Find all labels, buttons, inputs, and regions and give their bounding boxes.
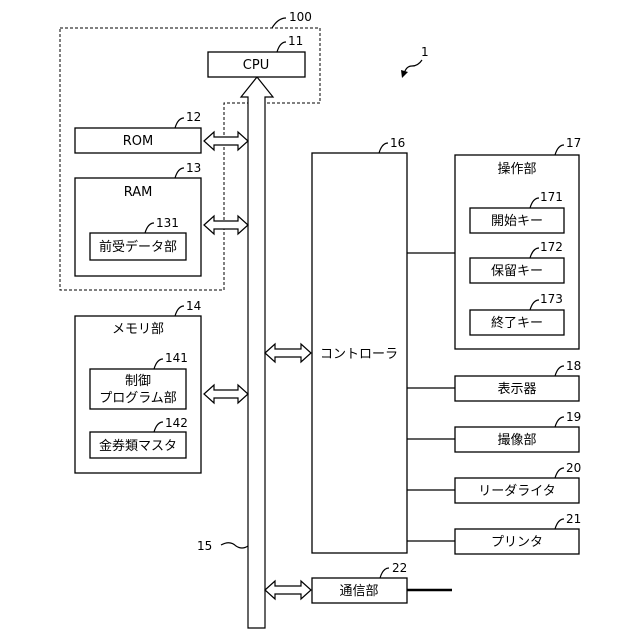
start-key-label: 開始キー — [491, 214, 543, 229]
display-leader — [555, 366, 564, 376]
ram-ref: 13 — [186, 161, 201, 175]
camera-ref: 19 — [566, 410, 581, 424]
ram-bus-arrow — [204, 216, 248, 234]
reader-writer-leader — [555, 468, 564, 478]
display-ref: 18 — [566, 359, 581, 373]
receive-data-ref: 131 — [156, 216, 179, 230]
memory-leader — [175, 306, 184, 316]
rom-ref: 12 — [186, 110, 201, 124]
camera-leader — [555, 417, 564, 427]
reader-writer-label: リーダライタ — [478, 484, 555, 499]
end-key-label: 終了キー — [491, 315, 543, 331]
printer-ref: 21 — [566, 512, 581, 526]
memory-label: メモリ部 — [112, 322, 164, 337]
receive-data-label: 前受データ部 — [99, 239, 177, 255]
comm-label: 通信部 — [339, 584, 378, 599]
comm-ref: 22 — [392, 561, 407, 575]
controller-label: コントローラ — [320, 347, 398, 362]
cpu-label: CPU — [243, 58, 269, 73]
comm-leader — [380, 568, 389, 578]
bus-ref: 15 — [197, 539, 212, 553]
memory-bus-arrow — [204, 385, 248, 403]
operation-label: 操作部 — [497, 161, 536, 177]
end-key-ref: 173 — [540, 292, 563, 306]
camera-label: 撮像部 — [497, 432, 536, 448]
cpu-ref: 11 — [288, 34, 303, 48]
controller-bus-arrow — [265, 344, 311, 362]
voucher-master-label: 金券類マスタ — [99, 438, 177, 454]
printer-leader — [555, 519, 564, 529]
control-program-label-2: プログラム部 — [99, 391, 177, 406]
rom-bus-arrow — [204, 132, 248, 150]
operation-ref: 17 — [566, 136, 581, 150]
printer-label: プリンタ — [491, 535, 543, 550]
rom-label: ROM — [123, 134, 153, 149]
memory-ref: 14 — [186, 299, 201, 313]
group-ref: 100 — [289, 10, 312, 24]
reader-writer-ref: 20 — [566, 461, 581, 475]
figure-ref: 1 — [421, 45, 429, 59]
controller-ref: 16 — [390, 136, 405, 150]
cpu-leader — [277, 42, 286, 52]
voucher-master-ref: 142 — [165, 416, 188, 430]
ram-label: RAM — [124, 185, 153, 200]
comm-bus-arrow — [265, 581, 311, 599]
rom-leader — [175, 118, 184, 128]
bus-leader — [221, 543, 248, 548]
hold-key-ref: 172 — [540, 240, 563, 254]
operation-leader — [555, 145, 564, 155]
figure-leader-arrowhead — [401, 70, 408, 78]
controller-leader — [379, 143, 388, 153]
control-program-ref: 141 — [165, 351, 188, 365]
start-key-ref: 171 — [540, 190, 563, 204]
hold-key-label: 保留キー — [491, 264, 543, 279]
ram-leader — [175, 168, 184, 178]
group-leader — [272, 18, 286, 28]
display-label: 表示器 — [497, 382, 536, 397]
control-program-label-1: 制御 — [125, 374, 151, 389]
